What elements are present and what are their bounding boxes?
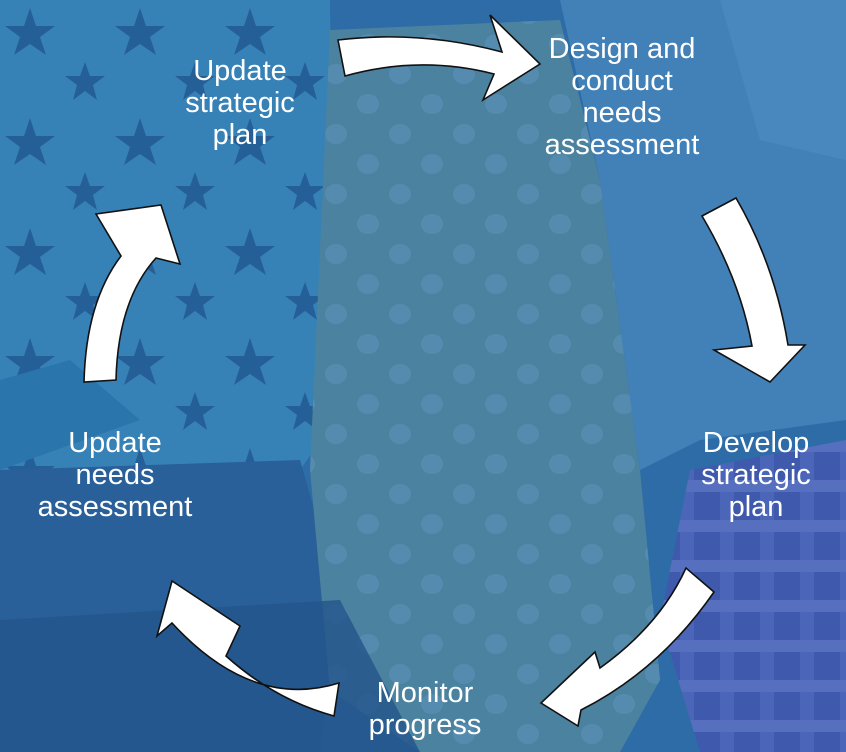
arrow-design-to-develop [700,196,807,384]
step-line: assessment [37,491,193,523]
arrow-develop-to-monitor [539,566,716,728]
step-monitor-progress: Monitor progress [345,677,505,741]
arrow-monitor-to-update-needs [155,579,340,718]
step-line: plan [212,119,268,151]
step-line: plan [728,491,784,523]
step-line: Monitor [376,677,474,709]
step-update-strategic-plan: Update strategic plan [160,55,320,151]
step-design-and-conduct-needs-assessment: Design and conduct needs assessment [527,33,717,161]
step-line: strategic [701,459,811,491]
step-line: assessment [544,129,700,161]
arrow-update-plan-to-design [337,14,542,103]
step-update-needs-assessment: Update needs assessment [20,427,210,523]
step-line: Design and [548,33,696,65]
step-line: needs [582,97,662,129]
step-develop-strategic-plan: Develop strategic plan [676,427,836,523]
arrow-update-needs-to-update-plan [83,204,182,383]
step-line: Develop [702,427,810,459]
step-line: progress [368,709,482,741]
step-line: Update [193,55,287,87]
step-line: Update [68,427,162,459]
step-line: conduct [571,65,673,97]
step-line: strategic [185,87,295,119]
step-line: needs [75,459,155,491]
